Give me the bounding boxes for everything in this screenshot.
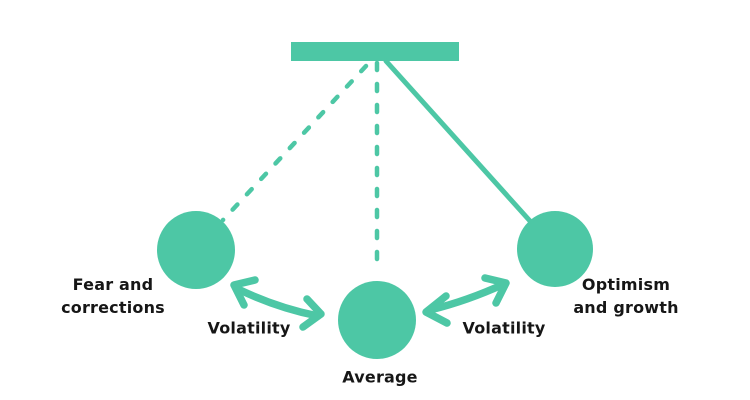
label-fear-line1: Fear and (72, 275, 154, 294)
volatility-arrow-left-shaft (236, 286, 322, 320)
label-fear-line2: corrections (61, 298, 165, 317)
volatility-arrow-right (422, 274, 510, 327)
volatility-arrow-right-shaft (426, 280, 508, 314)
pendulum-rod-left-dashed (220, 63, 369, 223)
volatility-arrow-left (230, 276, 325, 331)
volatility-arrow-left-head-right (299, 295, 325, 331)
label-fear-corrections: Fear and corrections (61, 273, 165, 319)
volatility-arrow-left-head-left (230, 276, 259, 309)
pendulum-rod-right-solid (383, 58, 533, 224)
pendulum-anchor-bar (291, 42, 459, 61)
pendulum-bob-center (338, 281, 416, 359)
label-optimism-line1: Optimism (581, 275, 671, 294)
volatility-arrow-right-head-right (481, 274, 510, 307)
label-average: Average (342, 367, 418, 387)
label-volatility-left: Volatility (207, 318, 291, 338)
label-volatility-right: Volatility (462, 318, 546, 338)
pendulum-bob-left (157, 211, 235, 289)
pendulum-bob-right (517, 211, 593, 287)
volatility-arrow-right-head-left (422, 292, 451, 327)
label-optimism-growth: Optimism and growth (573, 273, 678, 319)
label-optimism-line2: and growth (573, 298, 679, 317)
